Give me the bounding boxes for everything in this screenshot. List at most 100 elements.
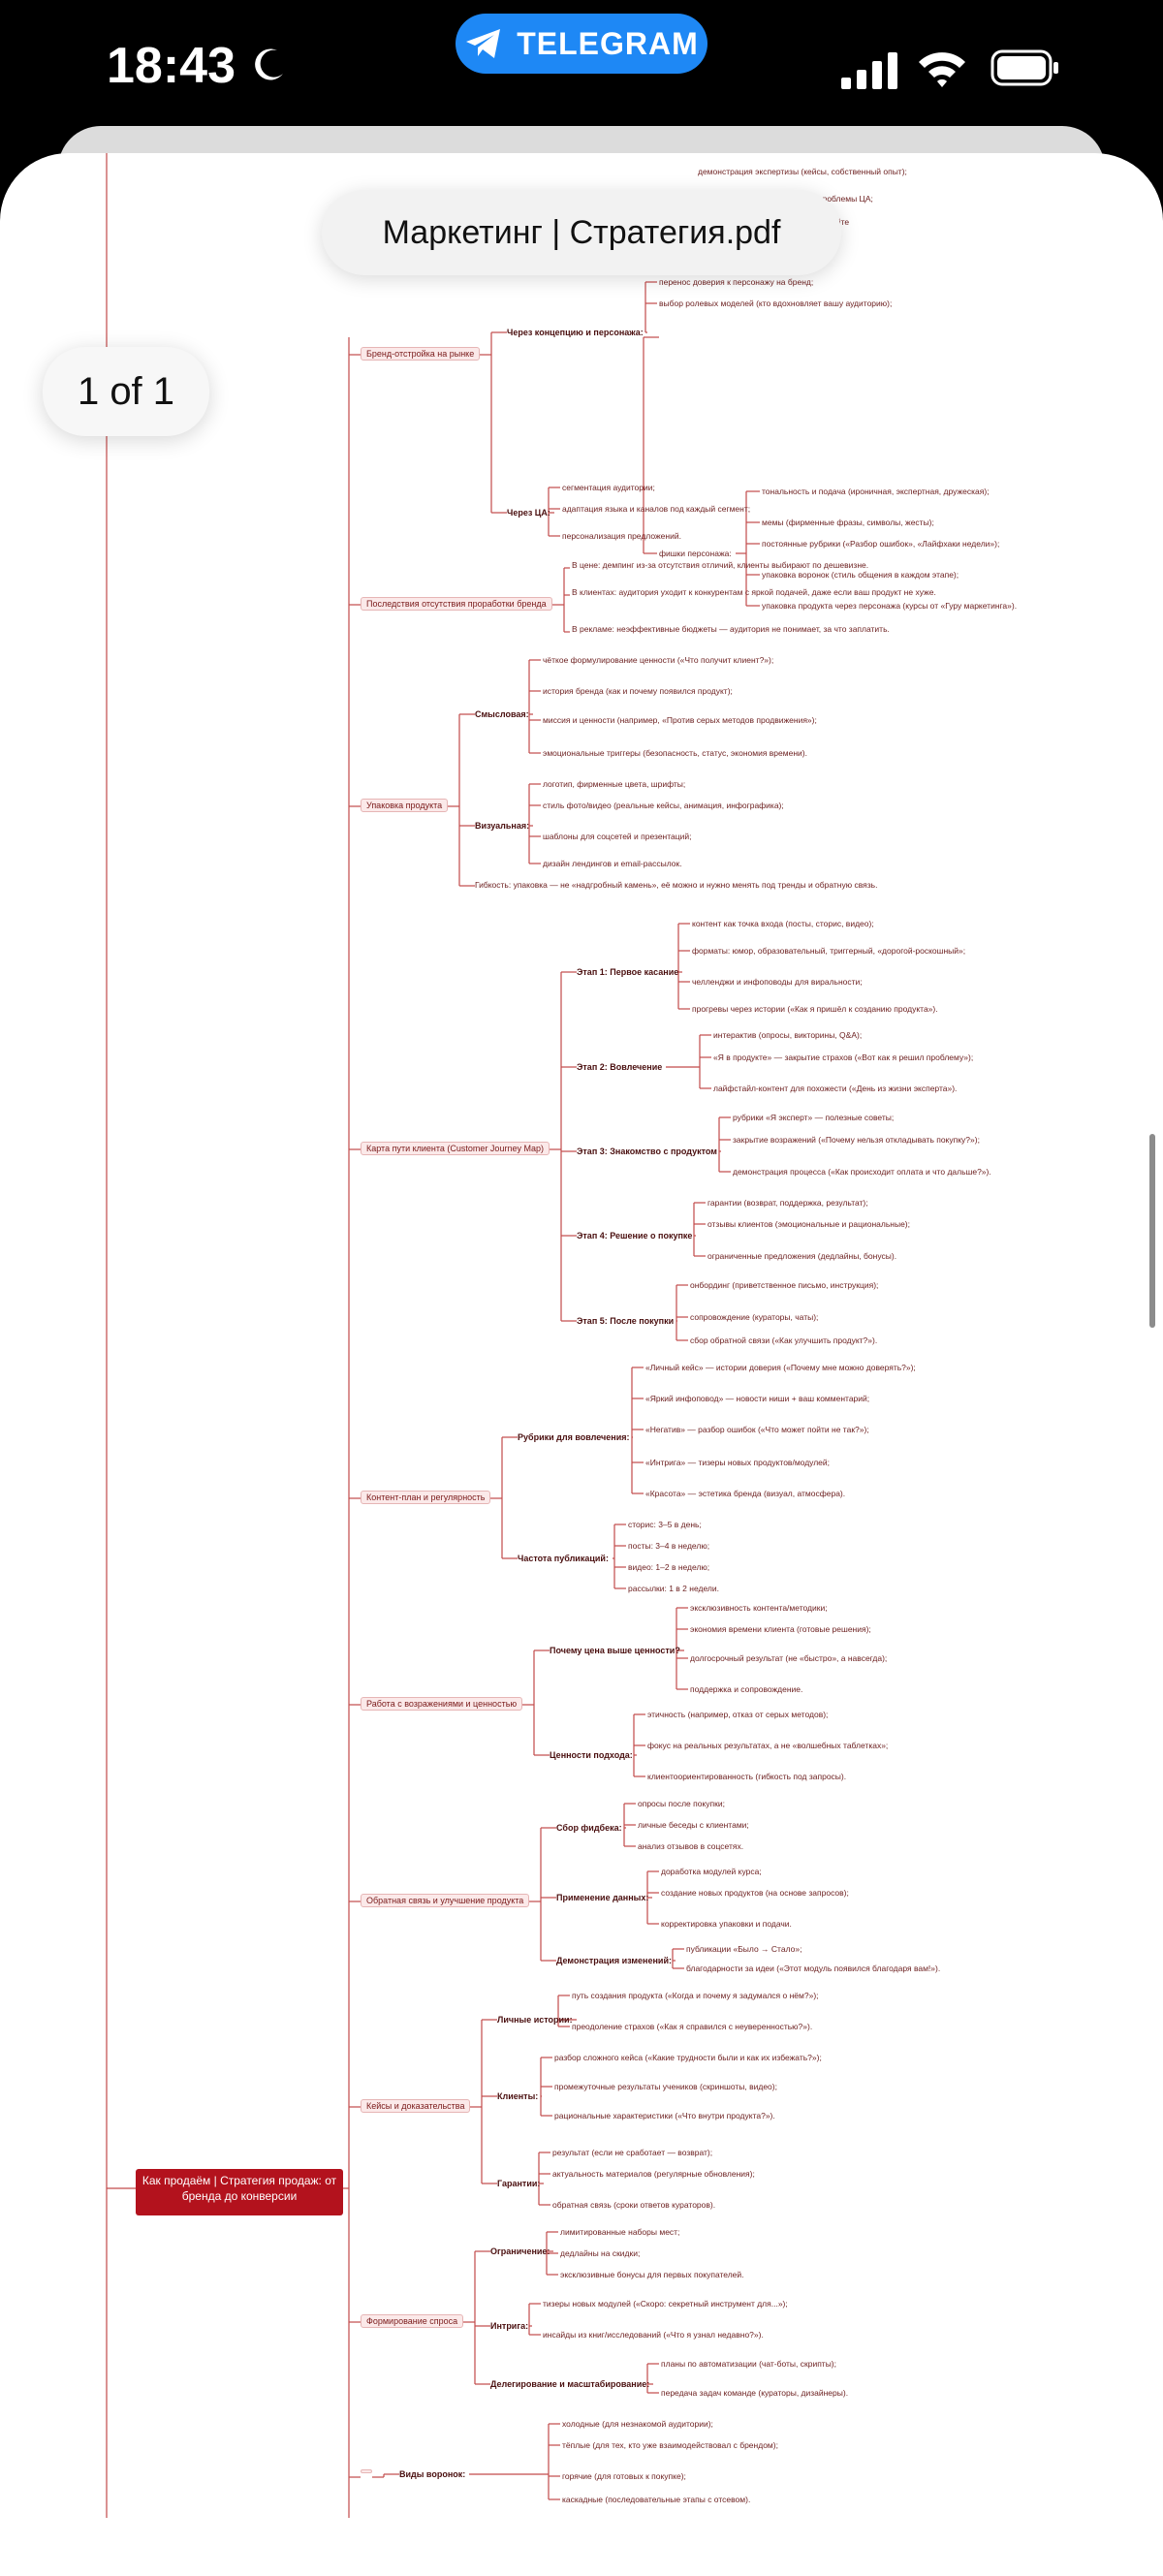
mindmap-branch: Гарантии: <box>497 2179 541 2188</box>
mindmap-branch: Ценности подхода: <box>550 1750 633 1760</box>
mindmap-leaf: выбор ролевых моделей (кто вдохновляет в… <box>659 298 893 308</box>
mindmap-category: Формирование спроса <box>361 2314 464 2328</box>
mindmap-category: Контент-план и регулярность <box>361 1491 491 1504</box>
mindmap-leaf: сторис: 3–5 в день; <box>628 1520 702 1529</box>
mindmap-leaf: тизеры новых модулей («Скоро: секретный … <box>543 2299 788 2309</box>
mindmap-leaf: преодоление страхов («Как я справился с … <box>572 2022 813 2031</box>
scrollbar[interactable] <box>1149 1134 1155 1328</box>
mindmap-branch: Виды воронок: <box>399 2469 466 2479</box>
signal-icon <box>841 52 897 89</box>
mindmap-category: Обратная связь и улучшение продукта <box>361 1894 530 1907</box>
mindmap-branch: Через ЦА: <box>507 508 550 518</box>
telegram-icon <box>466 29 501 58</box>
mindmap-leaf: рассылки: 1 в 2 недели. <box>628 1584 719 1593</box>
mindmap-leaf: видео: 1–2 в неделю; <box>628 1562 710 1572</box>
mindmap-leaf: эксклюзивные бонусы для первых покупател… <box>560 2270 744 2279</box>
mindmap-leaf: история бренда (как и почему появился пр… <box>543 686 733 696</box>
mindmap-branch: Рубрики для вовлечения: <box>518 1432 630 1442</box>
mindmap-leaf: В клиентах: аудитория уходит к конкурент… <box>572 587 936 597</box>
mindmap-leaf: «Я в продукте» — закрытие страхов («Вот … <box>713 1052 974 1062</box>
mindmap-branch: Применение данных: <box>556 1893 649 1902</box>
document-title[interactable]: Маркетинг | Стратегия.pdf <box>322 190 841 275</box>
mindmap-branch: Этап 5: После покупки <box>577 1316 675 1326</box>
telegram-return-pill[interactable]: TELEGRAM <box>456 14 707 74</box>
mindmap-branch: Делегирование и масштабирование: <box>490 2379 650 2389</box>
mindmap-leaf: форматы: юмор, образовательный, триггерн… <box>692 946 966 956</box>
mindmap-leaf: публикации «Было → Стало»; <box>686 1944 802 1954</box>
page-indicator: 1 of 1 <box>43 347 209 436</box>
mindmap-leaf: личные беседы с клиентами; <box>638 1820 749 1830</box>
mindmap-leaf: рациональные характеристики («Что внутри… <box>554 2111 775 2120</box>
mindmap-leaf: постоянные рубрики («Разбор ошибок», «Ла… <box>762 539 1000 549</box>
mindmap-leaf: актуальность материалов (регулярные обно… <box>552 2169 755 2179</box>
mindmap-branch: Этап 4: Решение о покупке <box>577 1231 693 1241</box>
telegram-label: TELEGRAM <box>517 25 699 61</box>
pdf-viewer-sheet[interactable]: Как продаём | Стратегия продаж: от бренд… <box>0 153 1163 2576</box>
mindmap-leaf: «Интрига» — тизеры новых продуктов/модул… <box>645 1458 831 1467</box>
pdf-page[interactable]: Как продаём | Стратегия продаж: от бренд… <box>0 153 1163 2518</box>
mindmap-leaf: посты: 3–4 в неделю; <box>628 1541 710 1551</box>
mindmap-leaf: путь создания продукта («Когда и почему … <box>572 1991 819 2000</box>
mindmap-category: Кейсы и доказательства <box>361 2099 471 2113</box>
battery-icon <box>990 49 1058 86</box>
status-bar: 18:43 TELEGRAM <box>0 0 1163 145</box>
mindmap-leaf: отзывы клиентов (эмоциональные и рациона… <box>707 1219 910 1229</box>
mindmap-branch: фишки персонажа: <box>659 549 732 558</box>
mindmap-leaf: упаковка продукта через персонажа (курсы… <box>762 601 1018 611</box>
mindmap-leaf: проблемы ЦА; <box>818 194 873 204</box>
mindmap-leaf: промежуточные результаты учеников (скрин… <box>554 2082 777 2091</box>
mindmap-branch: Этап 3: Знакомство с продуктом <box>577 1147 717 1156</box>
mindmap-root-node: Как продаём | Стратегия продаж: от бренд… <box>136 2169 343 2215</box>
mindmap-leaf: В рекламе: неэффективные бюджеты — аудит… <box>572 624 890 634</box>
mindmap-leaf: В цене: демпинг из-за отсутствия отличий… <box>572 560 869 570</box>
mindmap-leaf: гарантии (возврат, поддержка, результат)… <box>707 1198 868 1208</box>
mindmap-leaf: логотип, фирменные цвета, шрифты; <box>543 779 686 789</box>
mindmap-leaf: рубрики «Я эксперт» — полезные советы; <box>733 1113 895 1122</box>
mindmap-leaf: поддержка и сопровождение. <box>690 1684 803 1694</box>
mindmap-branch: Сбор фидбека: <box>556 1823 622 1833</box>
mindmap-leaf: мемы (фирменные фразы, символы, жесты); <box>762 518 934 527</box>
mindmap-leaf: сопровождение (кураторы, чаты); <box>690 1312 819 1322</box>
mindmap-leaf: ограниченные предложения (дедлайны, бону… <box>707 1251 897 1261</box>
wifi-icon <box>919 52 965 87</box>
mindmap-branch: Через концепцию и персонажа: <box>507 328 644 337</box>
mindmap-leaf: клиентоориентированность (гибкость под з… <box>647 1772 847 1781</box>
mindmap-leaf: экономия времени клиента (готовые решени… <box>690 1624 871 1634</box>
mindmap-leaf: анализ отзывов в соцсетях. <box>638 1841 744 1851</box>
mindmap-category: Упаковка продукта <box>361 799 449 812</box>
mindmap-leaf: благодарности за идеи («Этот модуль появ… <box>686 1963 941 1973</box>
mindmap-leaf: «Личный кейс» — истории доверия («Почему… <box>645 1363 916 1372</box>
mindmap-leaf: дизайн лендингов и email-рассылок. <box>543 859 682 868</box>
mindmap-leaf: инсайды из книг/исследований («Что я узн… <box>543 2330 764 2340</box>
mindmap-leaf: онбординг (приветственное письмо, инстру… <box>690 1280 879 1290</box>
mindmap-leaf: упаковка воронок (стиль общения в каждом… <box>762 570 959 580</box>
mindmap-branch: Визуальная: <box>475 821 530 831</box>
mindmap-leaf: каскадные (последовательные этапы с отсе… <box>562 2495 751 2504</box>
mindmap-leaf: интерактив (опросы, викторины, Q&A); <box>713 1030 863 1040</box>
mindmap-leaf: сегментация аудитории; <box>562 483 655 492</box>
mindmap-leaf: холодные (для незнакомой аудитории); <box>562 2419 713 2429</box>
mindmap-leaf: тёплые (для тех, кто уже взаимодействова… <box>562 2440 778 2450</box>
mindmap-category <box>361 2469 372 2473</box>
mindmap-leaf: тональность и подача (ироничная, эксперт… <box>762 487 990 496</box>
mindmap-leaf: «Негатив» — разбор ошибок («Что может по… <box>645 1425 869 1434</box>
mindmap-leaf: Гибкость: упаковка — не «надгробный каме… <box>475 880 878 890</box>
mindmap-leaf: создание новых продуктов (на основе запр… <box>661 1888 849 1898</box>
mindmap-connectors <box>106 153 760 2518</box>
mindmap-leaf: миссия и ценности (например, «Против сер… <box>543 715 817 725</box>
clock: 18:43 <box>107 38 236 94</box>
mindmap-leaf: «Яркий инфоповод» — новости ниши + ваш к… <box>645 1394 870 1403</box>
mindmap-branch: Частота публикаций: <box>518 1554 609 1563</box>
mindmap-category: Работа с возражениями и ценностью <box>361 1697 523 1711</box>
mindmap-branch: Интрига: <box>490 2321 529 2331</box>
mindmap-leaf: челленджи и инфоповоды для виральности; <box>692 977 863 987</box>
mindmap-leaf: эксклюзивность контента/методики; <box>690 1603 828 1613</box>
mindmap-leaf: долгосрочный результат (не «быстро», а н… <box>690 1653 888 1663</box>
mindmap-leaf: планы по автоматизации (чат-боты, скрипт… <box>661 2359 837 2369</box>
mindmap-leaf: доработка модулей курса; <box>661 1867 762 1876</box>
mindmap-category: Последствия отсутствия проработки бренда <box>361 597 552 611</box>
mindmap-branch: Личные истории: <box>497 2015 573 2025</box>
mindmap-leaf: перенос доверия к персонажу на бренд; <box>659 277 814 287</box>
mindmap-branch: Этап 2: Вовлечение <box>577 1062 663 1072</box>
mindmap-leaf: лайфстайл-контент для похожести («День и… <box>713 1084 958 1093</box>
